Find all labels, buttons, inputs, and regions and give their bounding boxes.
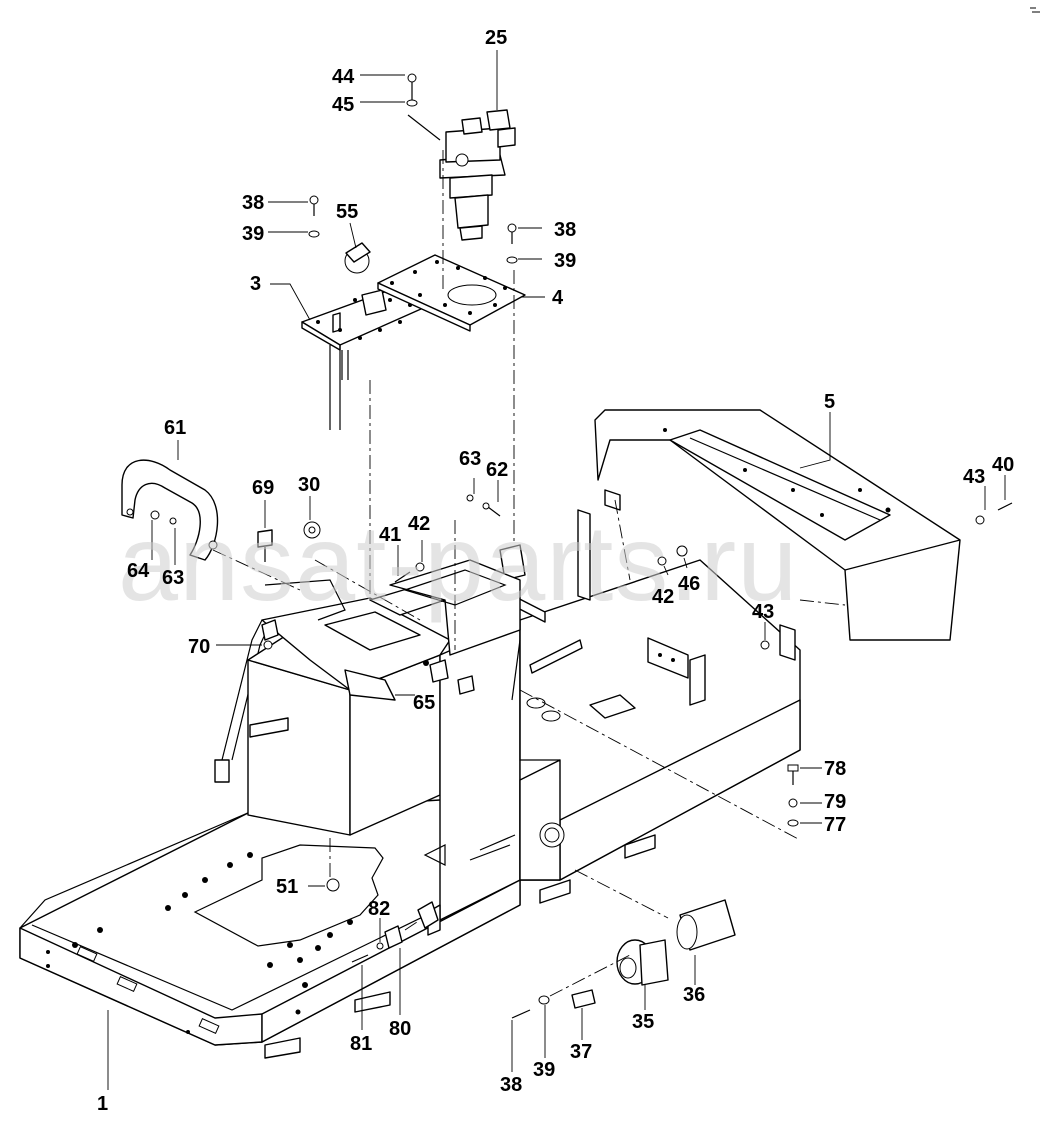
callout-38-top-left: 38: [242, 192, 265, 214]
callout-78: 78: [824, 758, 847, 780]
callout-5: 5: [824, 391, 836, 413]
callout-51: 51: [276, 876, 299, 898]
callout-39-top-left: 39: [242, 223, 265, 245]
callout-3: 3: [250, 273, 262, 295]
callout-42-left: 42: [408, 513, 431, 535]
callout-63-left: 63: [162, 567, 185, 589]
callout-37: 37: [570, 1041, 593, 1063]
callout-40: 40: [992, 454, 1015, 476]
callout-43-right: 43: [963, 466, 986, 488]
callout-55: 55: [336, 201, 359, 223]
callout-77: 77: [824, 814, 847, 836]
callout-38-bottom: 38: [500, 1074, 523, 1096]
callout-70: 70: [188, 636, 211, 658]
mounting-plate-part-4: [377, 254, 526, 332]
callout-46: 46: [678, 573, 701, 595]
rear-body: [479, 489, 801, 881]
callout-79: 79: [824, 791, 847, 813]
watermark-text: ansat-parts.ru: [118, 502, 799, 623]
callout-30: 30: [298, 474, 321, 496]
handle-part-61: [121, 459, 219, 561]
callout-80: 80: [389, 1018, 412, 1040]
callout-4: 4: [552, 287, 564, 309]
center-lines: [212, 150, 846, 997]
rear-cover-part-5: [594, 409, 961, 641]
callout-45: 45: [332, 94, 355, 116]
callout-81: 81: [350, 1033, 373, 1055]
callout-69: 69: [252, 477, 275, 499]
callout-39-bottom: 39: [533, 1059, 556, 1081]
callout-36: 36: [683, 984, 706, 1006]
callout-35: 35: [632, 1011, 655, 1033]
valve-assembly-part-25: [406, 73, 516, 241]
callout-62: 62: [486, 459, 509, 481]
callout-43-middle: 43: [752, 601, 775, 623]
callout-63-middle: 63: [459, 448, 482, 470]
callout-25: 25: [485, 27, 508, 49]
callout-41: 41: [379, 524, 402, 546]
callout-42-right: 42: [652, 586, 675, 608]
callout-64: 64: [127, 560, 150, 582]
callout-1: 1: [97, 1093, 109, 1115]
callout-44: 44: [332, 66, 355, 88]
console-frame: [261, 559, 521, 701]
leader-lines: [107, 50, 1006, 1090]
callout-38-top-right: 38: [554, 219, 577, 241]
callout-61: 61: [164, 417, 187, 439]
callout-65: 65: [413, 692, 436, 714]
main-frame-part-1: [19, 619, 656, 1059]
corner-mark: [1030, 7, 1040, 13]
callout-39-top-right: 39: [554, 250, 577, 272]
callout-82: 82: [368, 898, 391, 920]
